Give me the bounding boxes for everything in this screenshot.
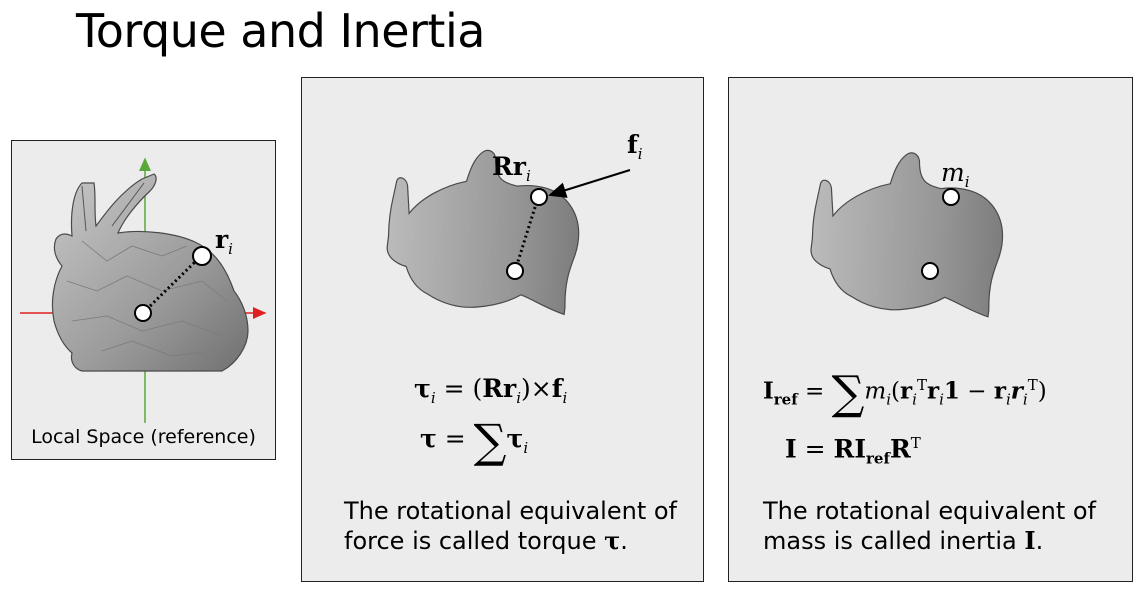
center-of-mass bbox=[921, 262, 939, 280]
torque-description: The rotational equivalent of force is ca… bbox=[344, 497, 677, 555]
torque-equation: τi = (Rri)×fi bbox=[414, 374, 568, 407]
r-i-label: ri bbox=[215, 225, 233, 258]
inertia-bunny-figure bbox=[810, 152, 1004, 318]
rotated-bunny-shape bbox=[810, 152, 1004, 318]
torque-bunny-figure bbox=[386, 149, 631, 316]
local-space-caption: Local Space (reference) bbox=[31, 426, 256, 448]
total-torque-equation: τ = ∑τi bbox=[420, 414, 529, 468]
local-bunny-figure bbox=[20, 157, 267, 423]
torque-panel: Rri fi τi = (Rri)×fi τ = ∑τi The rotatio… bbox=[301, 77, 704, 582]
rr-vector bbox=[513, 200, 539, 272]
inertia-description: The rotational equivalent of mass is cal… bbox=[763, 497, 1096, 555]
f-i-label: fi bbox=[627, 130, 643, 163]
point-mi bbox=[942, 188, 960, 206]
page-title: Torque and Inertia bbox=[76, 4, 485, 58]
rr-i-label: Rri bbox=[492, 152, 531, 185]
center-of-mass bbox=[134, 304, 152, 322]
bunny-shape bbox=[51, 173, 249, 372]
reference-inertia-equation: Iref = ∑mi(riTri1 − ririT) bbox=[763, 365, 1047, 420]
m-i-label: mi bbox=[941, 158, 970, 191]
rotated-bunny-shape bbox=[386, 149, 580, 316]
world-inertia-equation: I = RIrefRT bbox=[785, 434, 921, 468]
force-arrow bbox=[548, 169, 631, 198]
center-of-mass bbox=[506, 262, 524, 280]
point-ri bbox=[192, 246, 212, 266]
inertia-panel: mi Iref = ∑mi(riTri1 − ririT) I = RIrefR… bbox=[728, 77, 1133, 582]
local-space-panel: ri Local Space (reference) bbox=[11, 140, 276, 460]
point-rri bbox=[530, 188, 548, 206]
